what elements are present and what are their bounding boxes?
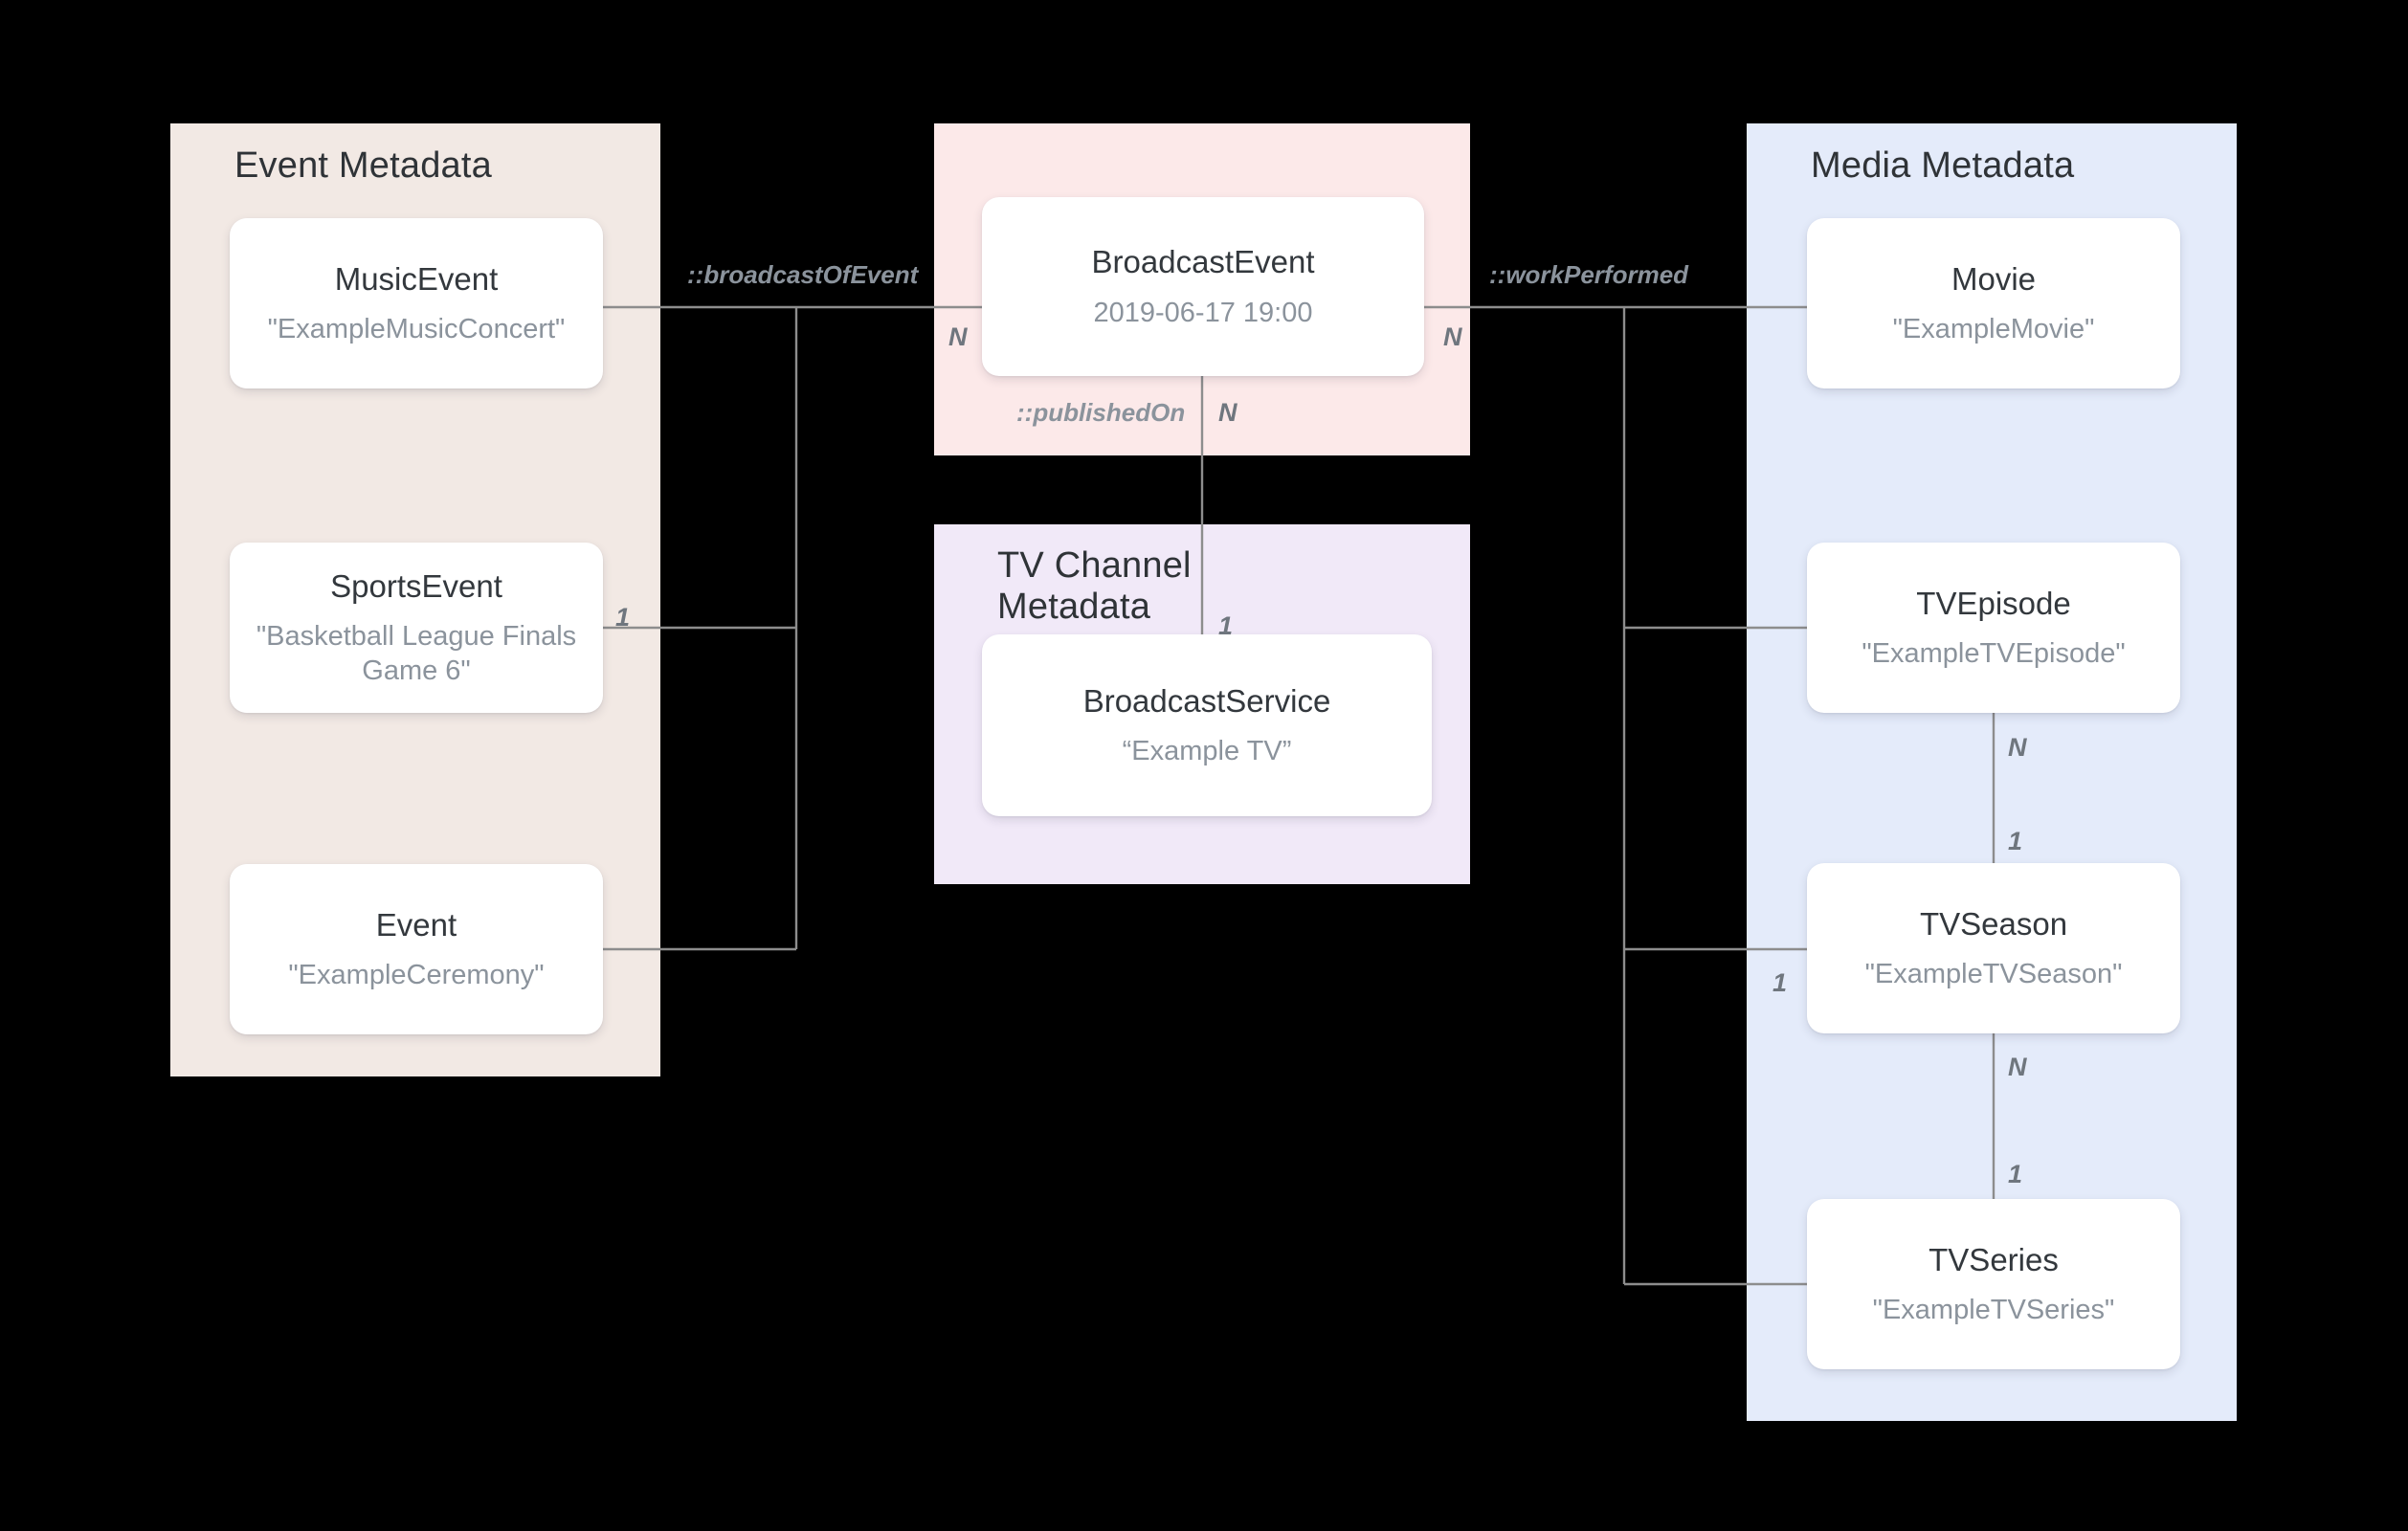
multiplicity-published-on-source: N: [1218, 398, 1237, 427]
entity-name: TVEpisode: [1916, 585, 2071, 621]
entity-value: "ExampleTVSeason": [1864, 959, 2123, 990]
entity-value: 2019-06-17 19:00: [1093, 297, 1313, 328]
multiplicity-work-performed-source: N: [1443, 322, 1462, 351]
entity-name: SportsEvent: [330, 567, 502, 604]
entity-value: "ExampleTVEpisode": [1862, 638, 2126, 670]
entity-card-movie[interactable]: Movie "ExampleMovie": [1807, 218, 2180, 388]
multiplicity-sports-event: 1: [615, 603, 631, 632]
multiplicity-season-series-1: 1: [2008, 1160, 2023, 1188]
edge-label-broadcast-of-event: ::broadcastOfEvent: [687, 260, 919, 289]
entity-name: Event: [375, 906, 457, 943]
entity-name: MusicEvent: [334, 260, 499, 297]
multiplicity-broadcast-event-left: N: [948, 322, 968, 351]
group-title-event-metadata: Event Metadata: [234, 145, 492, 186]
entity-value: "Basketball League Finals Game 6": [256, 621, 577, 686]
entity-name: TVSeries: [1929, 1241, 2059, 1277]
entity-card-tv-series[interactable]: TVSeries "ExampleTVSeries": [1807, 1199, 2180, 1369]
entity-name: BroadcastEvent: [1091, 244, 1315, 280]
entity-value: "ExampleMusicConcert": [267, 314, 566, 345]
entity-card-sports-event[interactable]: SportsEvent "Basketball League Finals Ga…: [230, 543, 603, 713]
multiplicity-published-on-target: 1: [1218, 611, 1234, 640]
group-title-tv-channel-metadata: TV Channel Metadata: [997, 545, 1192, 627]
entity-value: "ExampleMovie": [1892, 314, 2095, 345]
multiplicity-season-bus-1: 1: [1773, 968, 1788, 997]
group-title-media-metadata: Media Metadata: [1811, 145, 2075, 186]
entity-card-music-event[interactable]: MusicEvent "ExampleMusicConcert": [230, 218, 603, 388]
entity-card-tv-season[interactable]: TVSeason "ExampleTVSeason": [1807, 863, 2180, 1033]
entity-card-tv-episode[interactable]: TVEpisode "ExampleTVEpisode": [1807, 543, 2180, 713]
entity-card-broadcast-event[interactable]: BroadcastEvent 2019-06-17 19:00: [982, 197, 1424, 376]
edge-label-published-on: ::publishedOn: [1016, 398, 1186, 427]
entity-value: "ExampleTVSeries": [1872, 1295, 2115, 1326]
entity-card-broadcast-service[interactable]: BroadcastService “Example TV”: [982, 634, 1432, 816]
entity-card-event[interactable]: Event "ExampleCeremony": [230, 864, 603, 1034]
multiplicity-episode-season-n: N: [2008, 733, 2027, 762]
multiplicity-season-series-n: N: [2008, 1053, 2027, 1081]
entity-value: “Example TV”: [1122, 736, 1292, 767]
entity-name: Movie: [1951, 260, 2037, 297]
entity-name: TVSeason: [1919, 905, 2068, 942]
entity-name: BroadcastService: [1082, 682, 1331, 719]
edge-label-work-performed: ::workPerformed: [1489, 260, 1689, 289]
multiplicity-episode-season-1: 1: [2008, 827, 2023, 855]
entity-value: "ExampleCeremony": [288, 960, 545, 991]
